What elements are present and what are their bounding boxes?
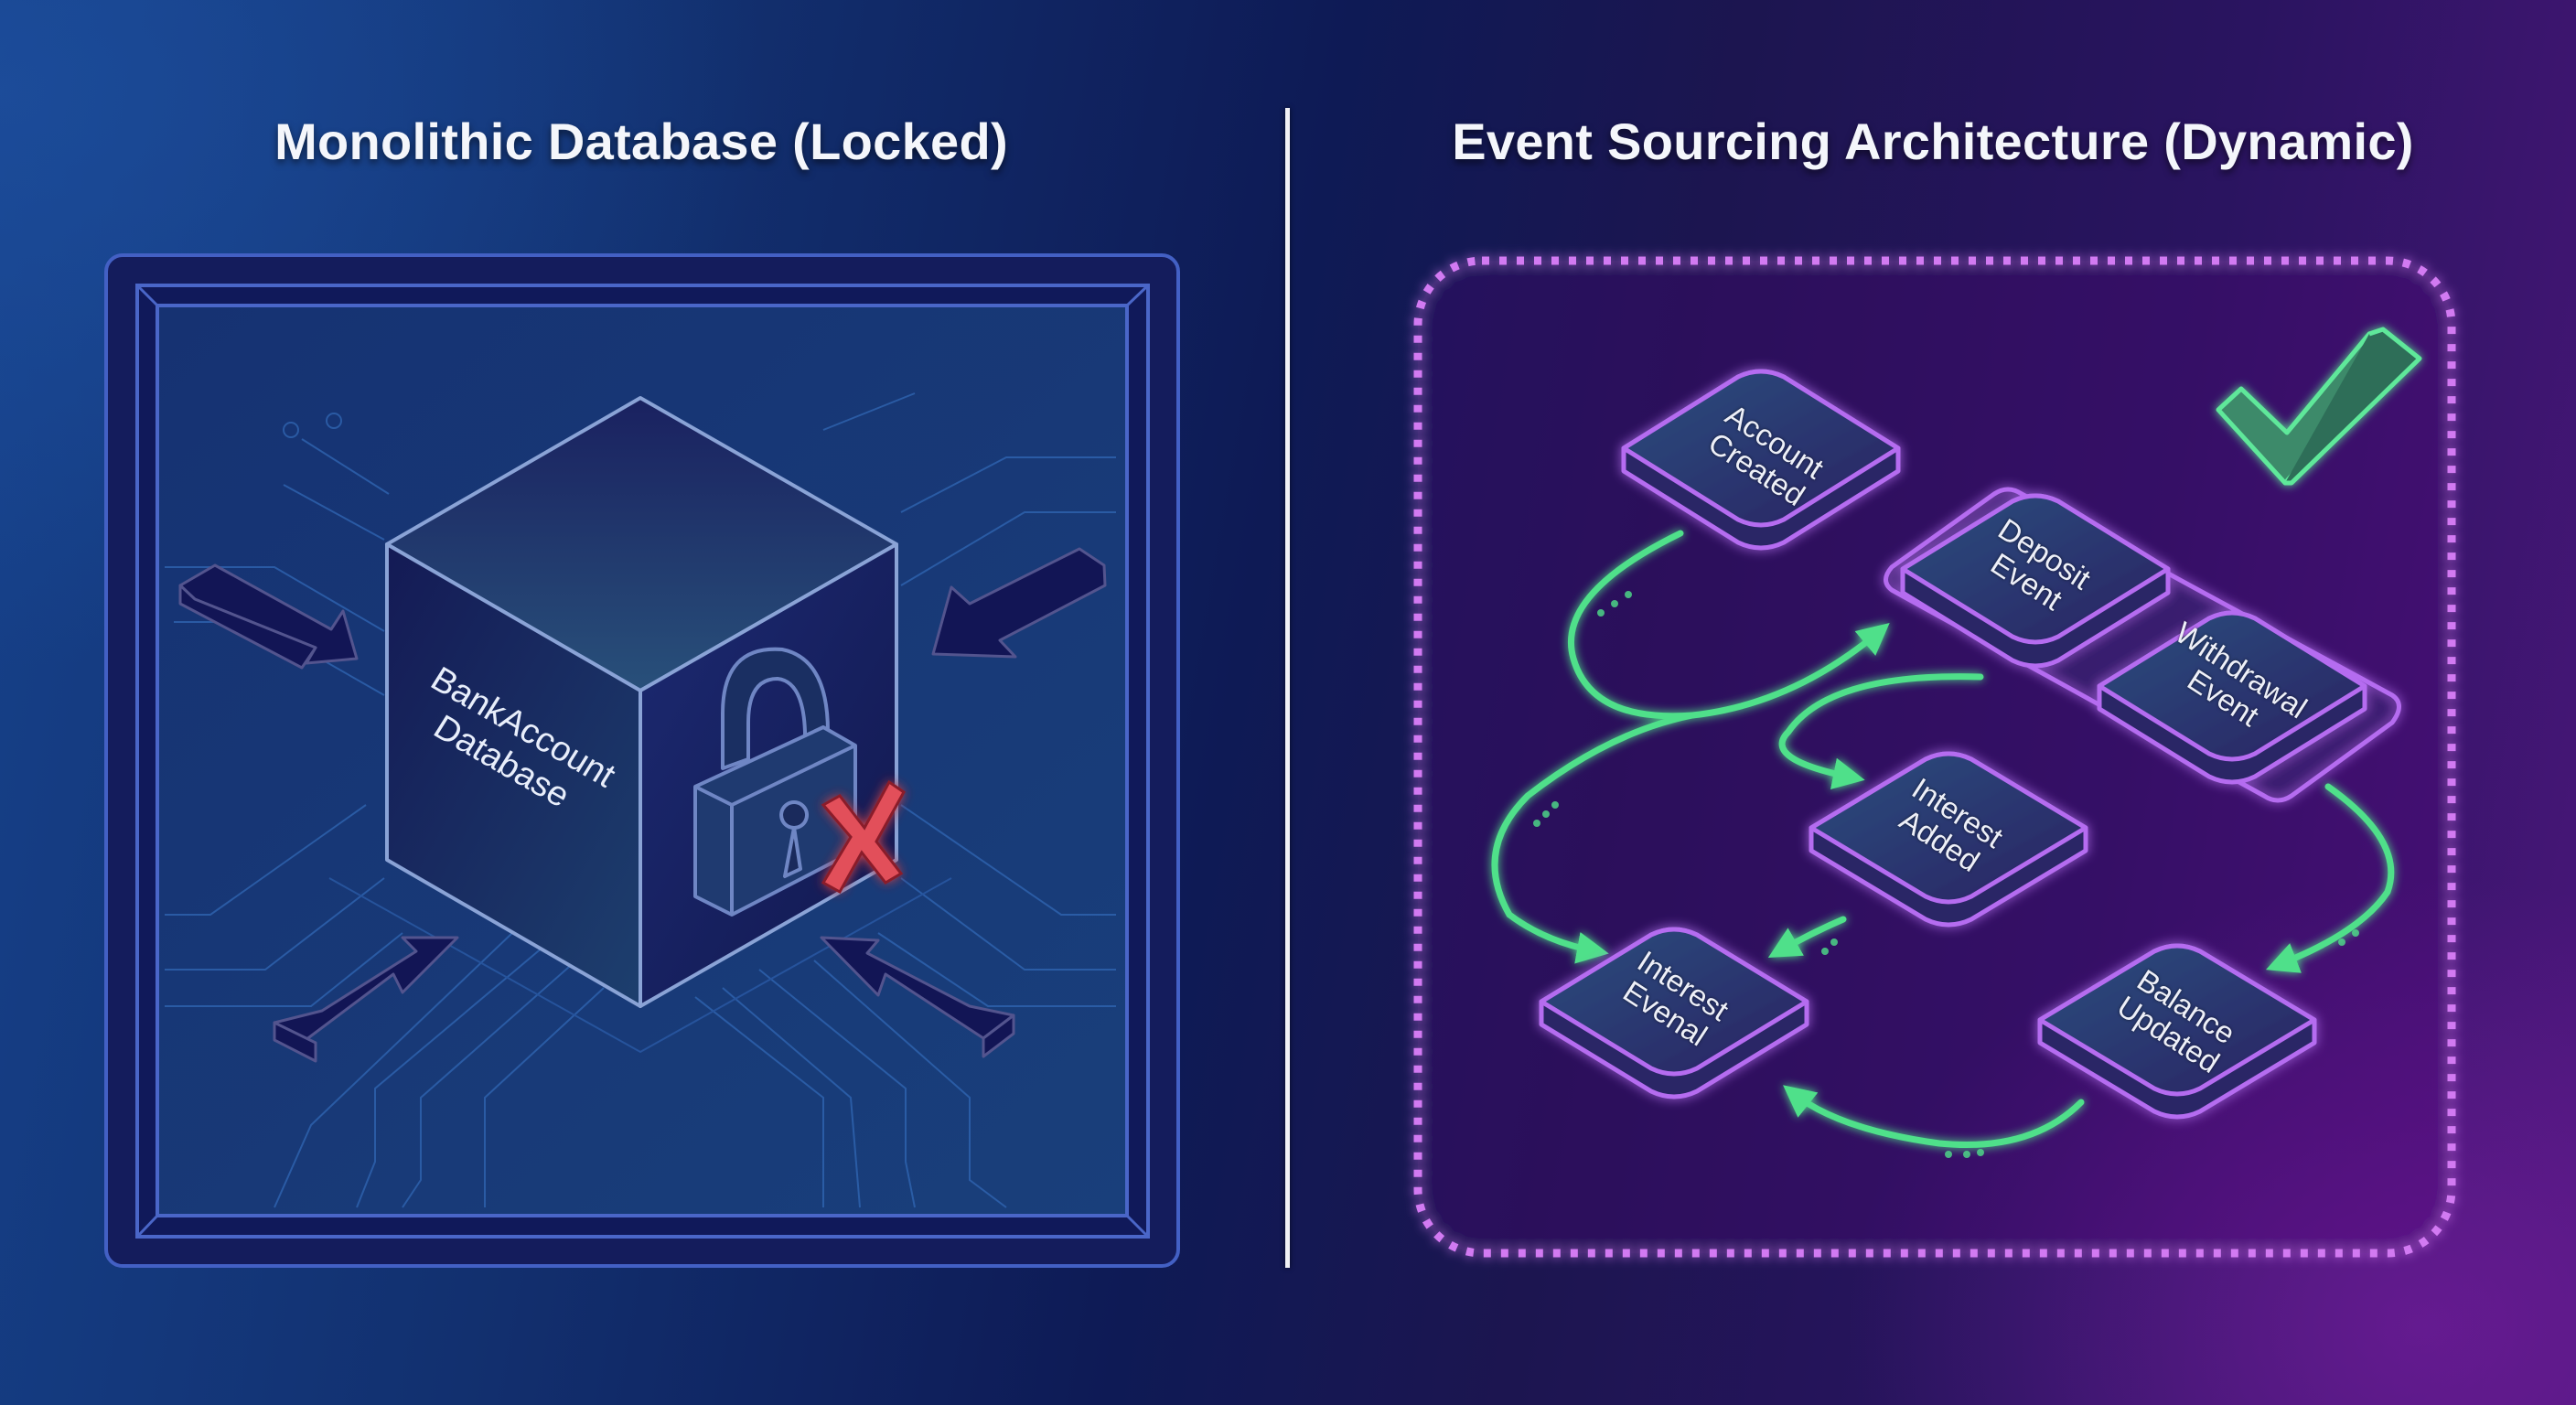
circuit-traces	[165, 392, 1116, 1208]
flow-arrow-icon	[1491, 530, 2395, 1149]
event-sourcing-title: Event Sourcing Architecture (Dynamic)	[1452, 113, 2414, 170]
monolithic-title: Monolithic Database (Locked)	[274, 113, 1008, 170]
event-tiles	[1539, 369, 2401, 1120]
panel-divider	[1285, 108, 1290, 1268]
inward-arrow-icon	[178, 547, 1107, 1063]
checkmark-icon	[2216, 327, 2422, 486]
red-x-icon	[821, 779, 906, 895]
flow-dots	[1533, 591, 2359, 1158]
